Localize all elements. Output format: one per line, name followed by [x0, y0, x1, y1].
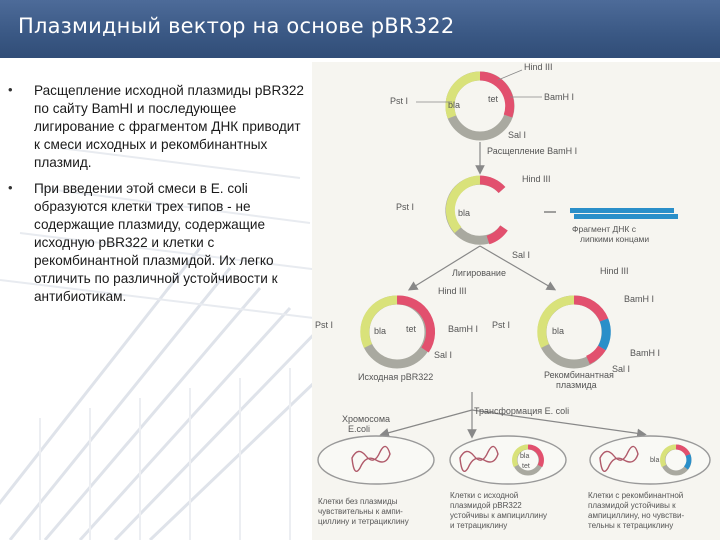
ecoli-label: E.coli	[348, 424, 370, 434]
svg-text:ампициллину, но чувстви-: ампициллину, но чувстви-	[588, 511, 684, 520]
site-label-hind3: Hind III	[438, 286, 467, 296]
step-label-ligase: Лигирование	[452, 268, 506, 278]
cell-recombinant-plasmid: bla	[589, 435, 711, 485]
chromosome-label: Хромосома	[342, 414, 390, 424]
step-label-cleave: Расщепление BamH I	[487, 146, 577, 156]
svg-text:устойчивы к ампициллину: устойчивы к ампициллину	[450, 511, 547, 520]
site-label-pst1: Pst I	[315, 320, 333, 330]
svg-text:и тетрациклину: и тетрациклину	[450, 521, 507, 530]
plasmid-caption-original: Исходная pBR322	[358, 372, 433, 382]
svg-text:плазмидой устойчивы к: плазмидой устойчивы к	[588, 501, 676, 510]
plasmid-caption-recombinant: Рекомбинантная	[544, 370, 614, 380]
site-label-bamh1: BamH I	[448, 324, 478, 334]
slide-title: Плазмидный вектор на основе pBR322	[18, 14, 455, 38]
cell-no-plasmid	[317, 435, 435, 485]
title-bar: Плазмидный вектор на основе pBR322	[0, 0, 720, 58]
gene-label-bla: bla	[650, 457, 659, 464]
gene-label-bla: bla	[552, 326, 564, 336]
site-label-sal1: Sal I	[434, 350, 452, 360]
site-label-hind3: Hind III	[524, 62, 553, 72]
svg-text:циллину и тетрациклину: циллину и тетрациклину	[318, 517, 409, 526]
plasmid-caption-recombinant-2: плазмида	[556, 380, 597, 390]
caption-original-plasmid: Клетки с исходной плазмидой pBR322 устой…	[450, 491, 547, 530]
fragment-label: Фрагмент ДНК с	[572, 224, 637, 234]
plasmid-original-result: bla tet Hind III Pst I BamH I Sal I Исхо…	[315, 286, 478, 382]
site-label-pst1: Pst I	[492, 320, 510, 330]
gene-label-bla: bla	[458, 208, 470, 218]
site-label-sal1: Sal I	[612, 364, 630, 374]
svg-text:тельны к тетрациклину: тельны к тетрациклину	[588, 521, 673, 530]
gene-label-tet: tet	[522, 463, 530, 470]
svg-text:чувствительны к ампи-: чувствительны к ампи-	[318, 507, 403, 516]
decorative-stripes	[0, 147, 330, 540]
gene-label-tet: tet	[488, 94, 499, 104]
bullet-dot: •	[8, 82, 13, 97]
site-label-bamh1: BamH I	[630, 348, 660, 358]
plasmid-cleaved: bla Hind III Pst I Sal I	[396, 174, 551, 260]
plasmid-diagram-svg: bla tet Hind III Pst I BamH I Sal I Расщ…	[315, 62, 711, 530]
bullet-text: При введении этой смеси в E. coli образу…	[34, 181, 278, 304]
fragment-label-2: липкими концами	[580, 234, 649, 244]
site-label-hind3: Hind III	[600, 266, 629, 276]
step-label-transform: Трансформация E. coli	[474, 406, 569, 416]
svg-text:Клетки с исходной: Клетки с исходной	[450, 491, 518, 500]
site-label-bamh1: BamH I	[544, 92, 574, 102]
svg-text:плазмидой pBR322: плазмидой pBR322	[450, 501, 522, 510]
dna-fragment: Фрагмент ДНК с липкими концами	[544, 208, 678, 244]
gene-label-bla: bla	[374, 326, 386, 336]
site-label-bamh1: BamH I	[624, 294, 654, 304]
site-label-pst1: Pst I	[390, 96, 408, 106]
gene-label-bla: bla	[448, 100, 460, 110]
gene-label-bla: bla	[520, 453, 529, 460]
plasmid-diagram: bla tet Hind III Pst I BamH I Sal I Расщ…	[312, 62, 720, 540]
svg-text:Клетки с рекомбинантной: Клетки с рекомбинантной	[588, 491, 683, 500]
bullet-item: • При введении этой смеси в E. coli обра…	[8, 180, 308, 306]
caption-no-plasmid: Клетки без плазмиды чувствительны к ампи…	[318, 497, 409, 526]
plasmid-original-top: bla tet Hind III Pst I BamH I Sal I	[390, 62, 574, 141]
svg-text:Клетки без плазмиды: Клетки без плазмиды	[318, 497, 398, 506]
bullet-list: • Расщепление исходной плазмиды pBR322 п…	[8, 82, 308, 314]
plasmid-recombinant: bla Hind III Pst I BamH I BamH I Sal I Р…	[492, 266, 660, 390]
site-label-hind3: Hind III	[522, 174, 551, 184]
cell-original-plasmid: bla tet	[449, 435, 567, 485]
site-label-sal1: Sal I	[508, 130, 526, 140]
site-label-pst1: Pst I	[396, 202, 414, 212]
bullet-text: Расщепление исходной плазмиды pBR322 по …	[34, 83, 304, 170]
bullet-dot: •	[8, 180, 13, 195]
site-label-sal1: Sal I	[512, 250, 530, 260]
gene-label-tet: tet	[406, 324, 417, 334]
bullet-item: • Расщепление исходной плазмиды pBR322 п…	[8, 82, 308, 172]
caption-recombinant-plasmid: Клетки с рекомбинантной плазмидой устойч…	[588, 491, 684, 530]
